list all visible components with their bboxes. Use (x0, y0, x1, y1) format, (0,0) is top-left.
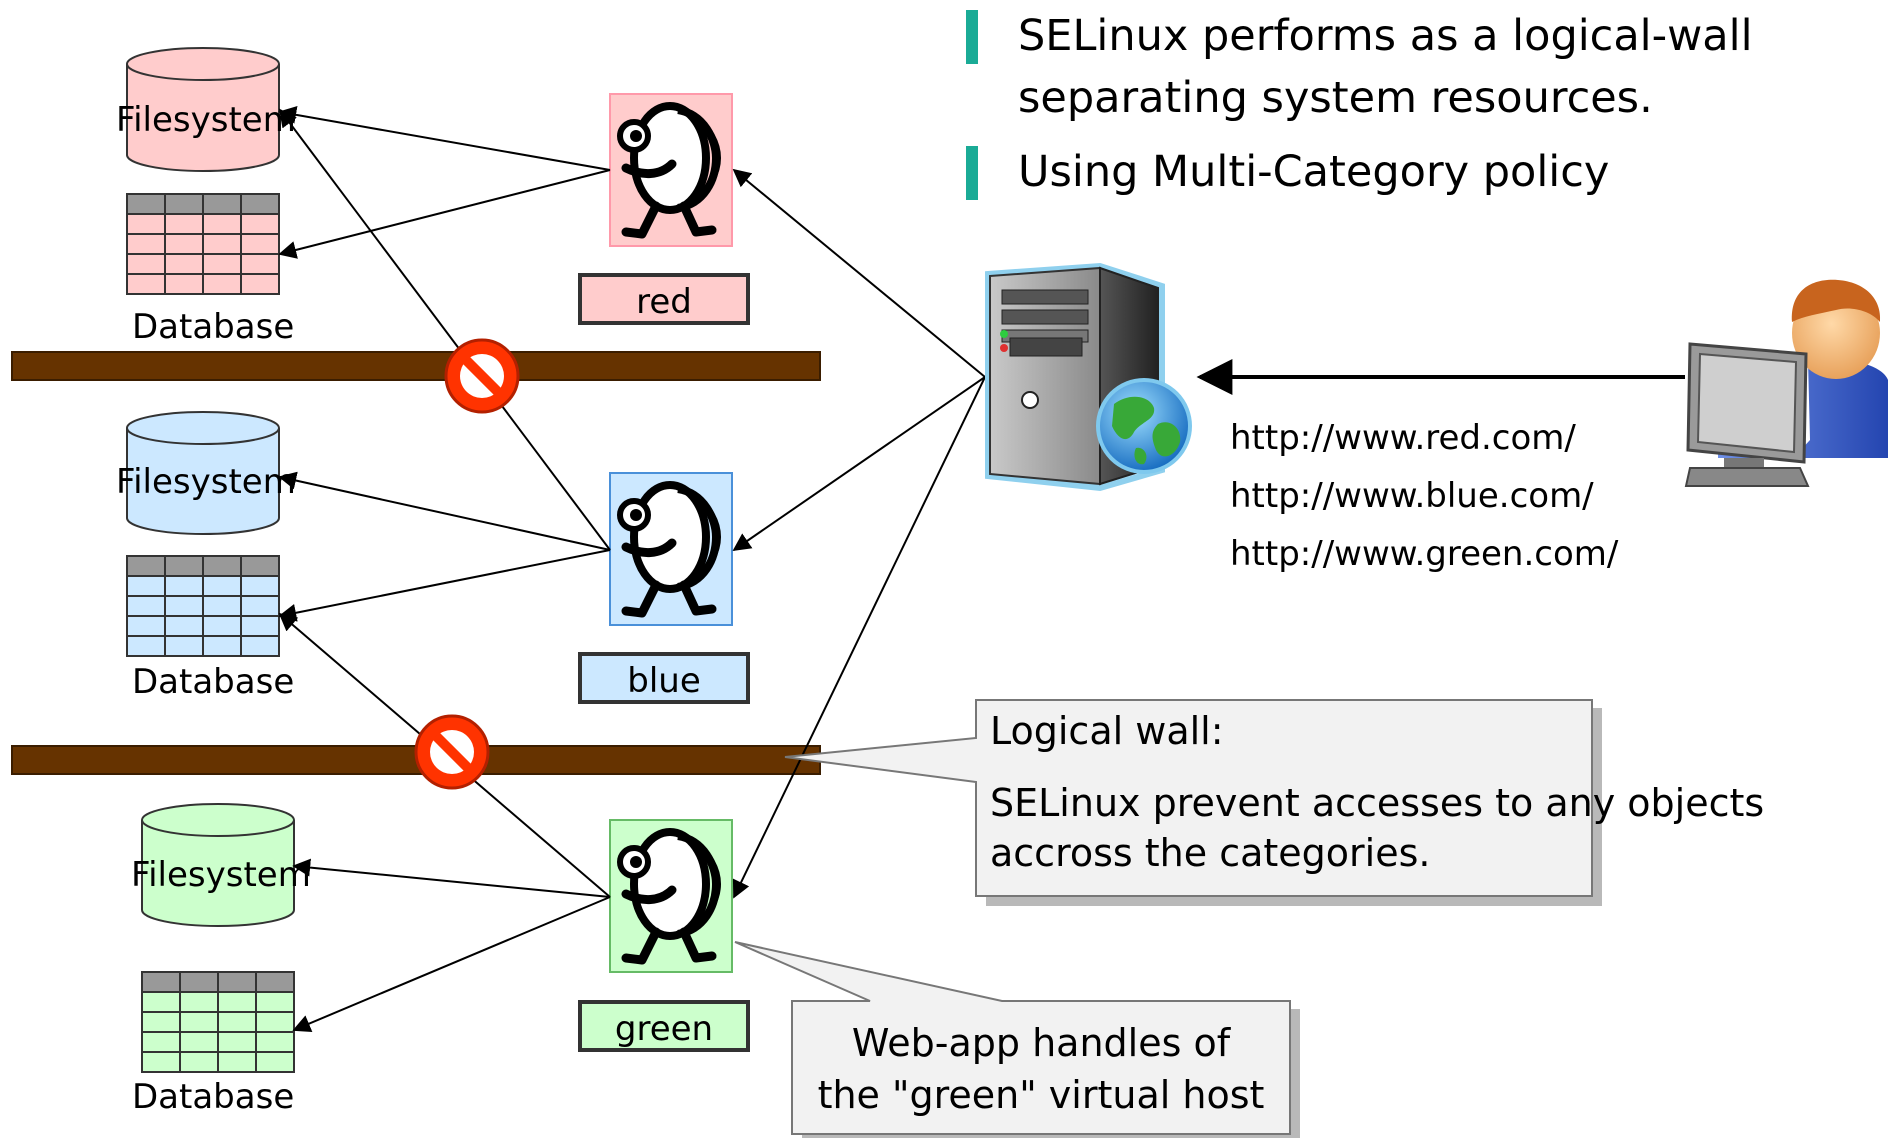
database-red (126, 193, 280, 295)
bullet-marker (966, 146, 978, 200)
user-at-computer-icon (1684, 279, 1888, 487)
callout-wall-title: Logical wall: (990, 709, 1224, 753)
globe-icon (1096, 378, 1192, 474)
callout-wall-body-1: SELinux prevent accesses to any objects (990, 781, 1765, 825)
callout-wall-body-2: accross the categories. (990, 831, 1431, 875)
filesystem-label-blue: Filesystem (116, 462, 296, 502)
category-label-red: red (636, 282, 692, 322)
database-label-red: Database (132, 307, 294, 347)
callout-logical-wall (784, 699, 1602, 906)
no-entry-icon (444, 338, 520, 414)
bullet-2-line-1: Using Multi-Category policy (1018, 147, 1610, 197)
logical-wall-top (11, 351, 821, 381)
database-blue (126, 555, 280, 657)
url-red: http://www.red.com/ (1230, 418, 1576, 458)
label-box-red (578, 273, 750, 325)
label-box-blue (578, 652, 750, 704)
category-label-blue: blue (627, 661, 701, 701)
database-label-green: Database (132, 1077, 294, 1117)
no-entry-icon (414, 714, 490, 790)
bullet-marker (966, 10, 978, 64)
filesystem-label-red: Filesystem (116, 100, 296, 140)
callout-webapp (734, 941, 1300, 1138)
bullet-1-line-1: SELinux performs as a logical-wall (1018, 11, 1753, 61)
category-label-green: green (615, 1009, 713, 1049)
filesystem-blue (126, 411, 280, 535)
database-label-blue: Database (132, 662, 294, 702)
filesystem-red (126, 47, 280, 172)
callout-webapp-line-2: the "green" virtual host (817, 1073, 1265, 1117)
url-blue: http://www.blue.com/ (1230, 476, 1594, 516)
filesystem-green (141, 803, 295, 927)
filesystem-label-green: Filesystem (131, 855, 311, 895)
label-box-green (578, 1000, 750, 1052)
bullet-1-line-2: separating system resources. (1018, 73, 1653, 123)
url-green: http://www.green.com/ (1230, 534, 1619, 574)
callout-webapp-line-1: Web-app handles of (851, 1021, 1231, 1065)
database-green (141, 971, 295, 1073)
